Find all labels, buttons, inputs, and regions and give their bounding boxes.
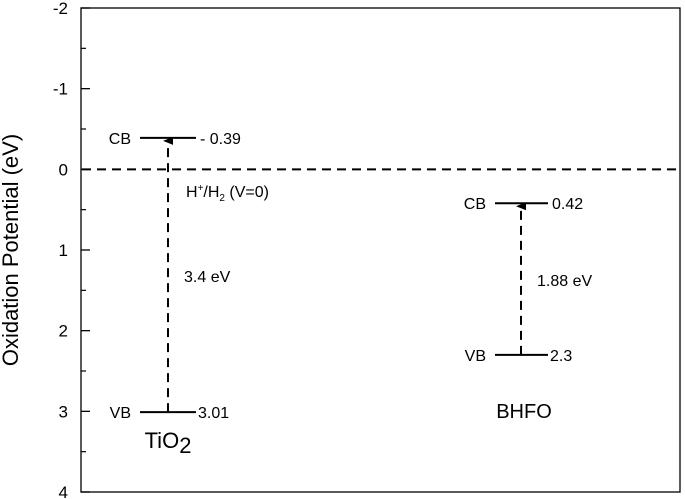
y-tick-label: 1 [59,241,68,260]
reference-label: H+/H2 (V=0) [186,183,269,204]
vb-label: VB [465,348,486,365]
cb-value: 0.42 [552,196,583,213]
material-2: CB VB 0.42 2.3 1.88 eV BHFO [464,196,593,423]
y-tick-label: 4 [59,483,68,499]
vb-label: VB [110,405,131,422]
material-name: TiO2 [145,428,192,458]
vb-value: 2.3 [550,348,572,365]
y-tick-label: 2 [59,322,68,341]
y-tick-label: -2 [53,0,68,18]
cb-label: CB [109,131,131,148]
reference-line-group: H+/H2 (V=0) [82,168,679,204]
vb-value: 3.01 [198,405,229,422]
y-tick-label: 0 [59,160,68,179]
band-levels-group: CB VB - 0.39 3.01 3.4 eV TiO2 CB VB 0.42 2.3 1.88 … [109,131,593,458]
y-tick-label: 3 [59,402,68,421]
y-tick-label: -1 [53,80,68,99]
y-axis-label: Oxidation Potential (eV) [0,134,23,366]
material-1: CB VB - 0.39 3.01 3.4 eV TiO2 [109,131,241,458]
cb-label: CB [464,196,486,213]
cb-value: - 0.39 [200,131,241,148]
material-name: BHFO [496,401,552,423]
y-axis-ticks: -2 -1 0 1 2 3 4 [53,0,90,499]
plot-frame [80,7,681,493]
bandgap-value: 3.4 eV [184,269,231,286]
bandgap-value: 1.88 eV [537,273,592,290]
